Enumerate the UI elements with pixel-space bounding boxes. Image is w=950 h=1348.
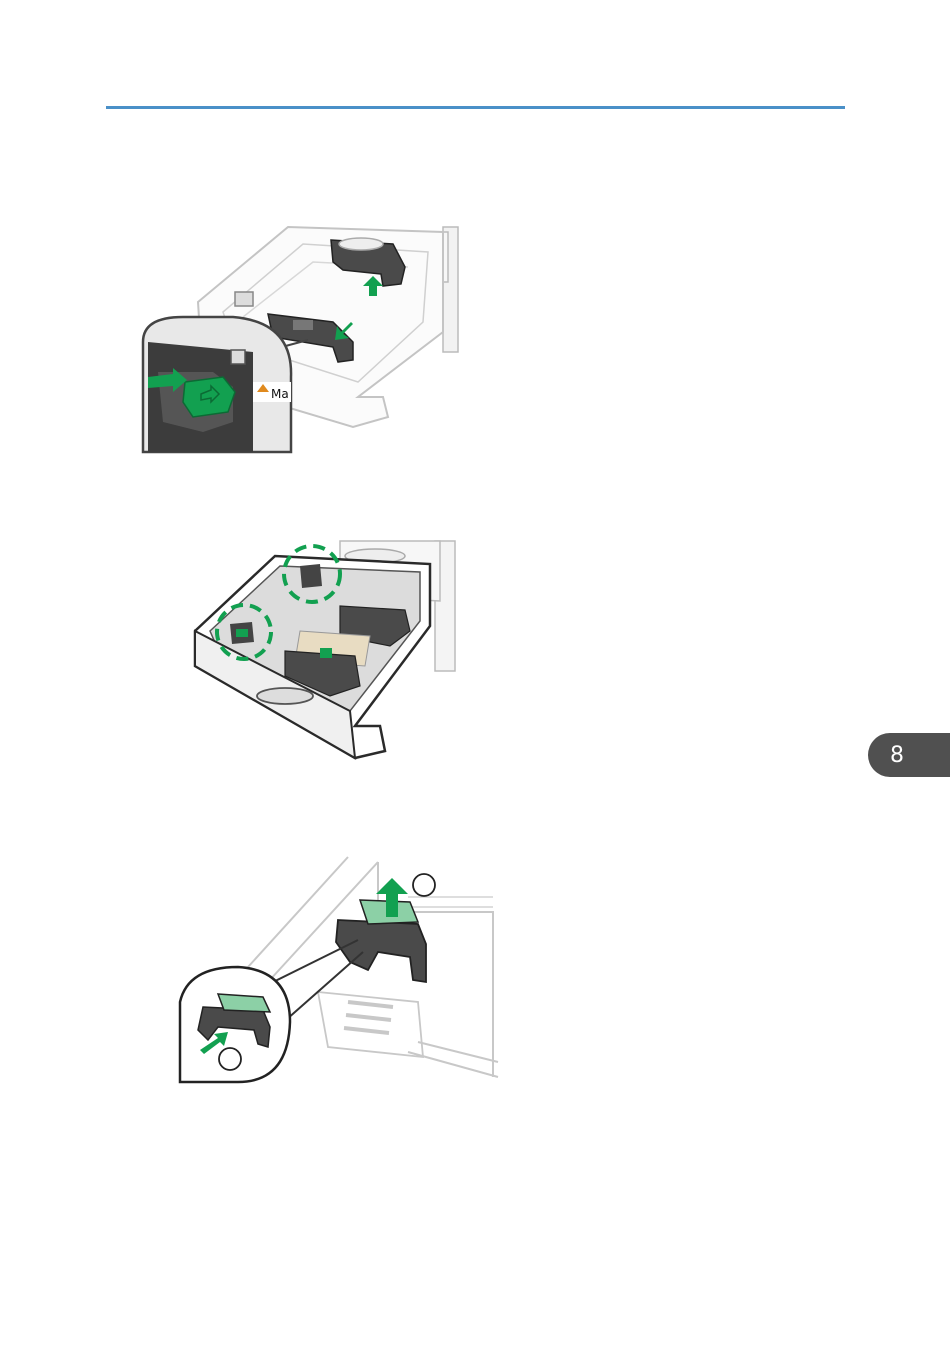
tray-side-fence-illustration: Ma <box>143 222 463 452</box>
end-fence-lift-illustration <box>178 852 500 1084</box>
tray-fence-lever-illustration <box>190 536 465 764</box>
header-rule <box>106 106 845 109</box>
inset-label: Ma <box>271 387 289 401</box>
chapter-tab: 8 <box>868 733 950 777</box>
